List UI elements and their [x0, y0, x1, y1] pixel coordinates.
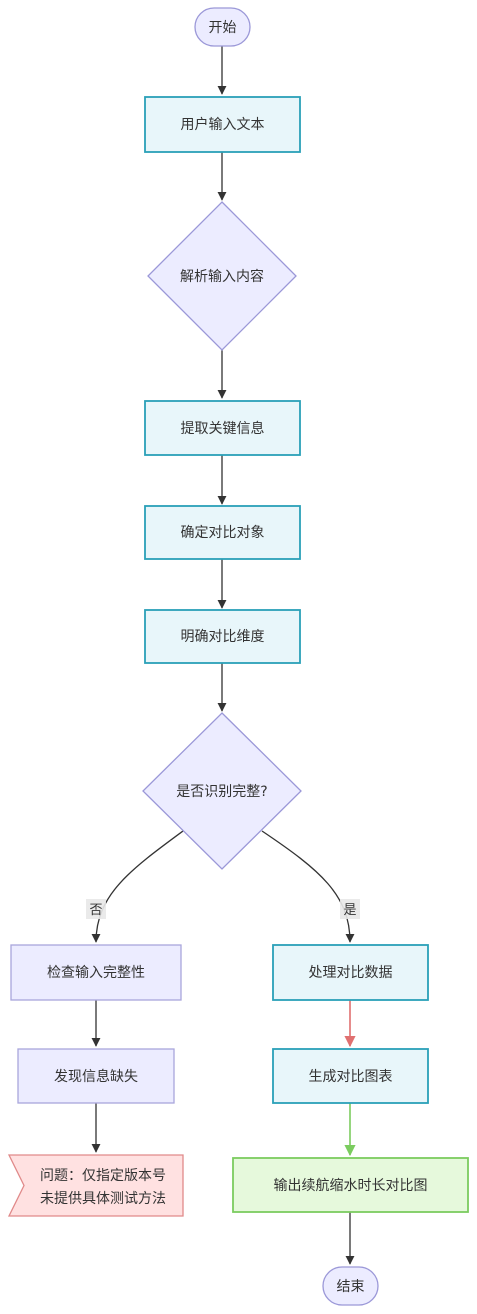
node-parse-label: 解析输入内容 [180, 268, 264, 285]
node-input-text-label: 用户输入文本 [181, 116, 265, 133]
node-start-label: 开始 [209, 20, 237, 36]
node-end-label: 结束 [337, 1279, 365, 1295]
edge-label-no: 否 [86, 899, 106, 919]
node-output-chart-label: 输出续航缩水时长对比图 [274, 1177, 428, 1194]
node-find-missing: 发现信息缺失 [17, 1048, 175, 1104]
node-find-missing-label: 发现信息缺失 [54, 1068, 138, 1085]
node-check-input-label: 检查输入完整性 [47, 965, 145, 981]
node-determine-objects-label: 确定对比对象 [181, 525, 265, 541]
node-extract: 提取关键信息 [144, 400, 301, 456]
edges [91, 46, 356, 1265]
node-determine-objects: 确定对比对象 [144, 505, 301, 560]
node-complete-check-label: 是否识别完整? [176, 784, 267, 800]
edge-check-no [91, 830, 184, 943]
node-generate-chart-label: 生成对比图表 [309, 1069, 393, 1085]
node-problem-label-line2: 未提供具体测试方法 [40, 1191, 166, 1207]
node-parse: 解析输入内容 [147, 201, 297, 351]
node-output-chart: 输出续航缩水时长对比图 [232, 1157, 469, 1213]
node-end: 结束 [322, 1266, 379, 1306]
edge-label-no-text: 否 [89, 903, 102, 918]
node-process-data-label: 处理对比数据 [309, 965, 393, 981]
edge-label-yes: 是 [340, 899, 360, 919]
node-input-text: 用户输入文本 [144, 96, 301, 153]
edge-label-yes-text: 是 [343, 903, 356, 918]
node-problem: 问题：仅指定版本号 未提供具体测试方法 [7, 1154, 184, 1217]
edge-check-yes [261, 830, 355, 943]
node-process-data: 处理对比数据 [272, 944, 429, 1001]
node-problem-label-line1: 问题：仅指定版本号 [40, 1168, 166, 1184]
node-define-dimensions-label: 明确对比维度 [181, 629, 265, 645]
node-check-input: 检查输入完整性 [10, 944, 182, 1001]
node-generate-chart: 生成对比图表 [272, 1048, 429, 1104]
node-start: 开始 [194, 7, 251, 47]
node-define-dimensions: 明确对比维度 [144, 609, 301, 664]
node-complete-check: 是否识别完整? [142, 712, 302, 870]
node-extract-label: 提取关键信息 [181, 420, 265, 437]
